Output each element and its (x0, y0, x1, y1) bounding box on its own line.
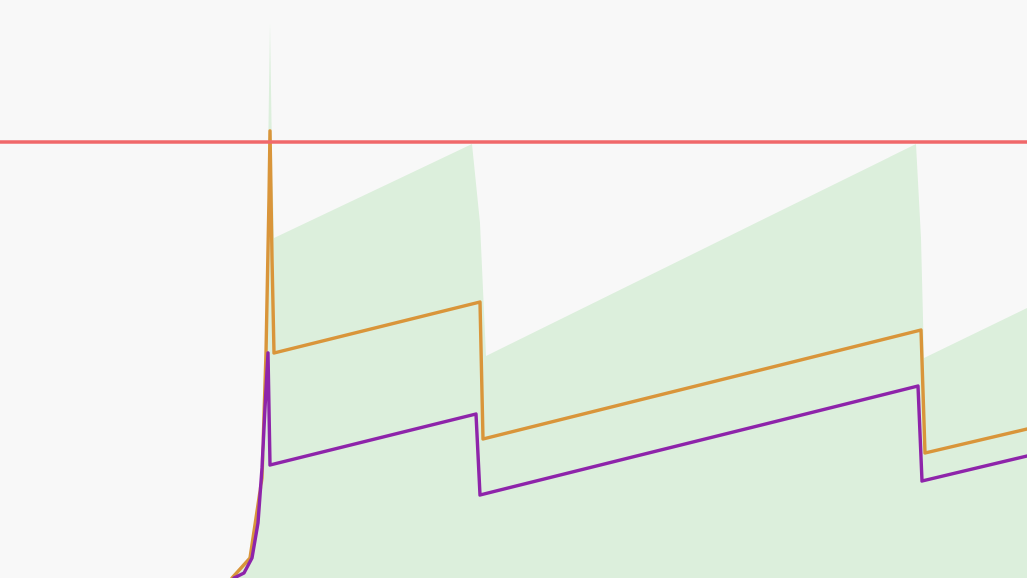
series-area-0 (232, 22, 1027, 578)
series-layer (230, 22, 1027, 578)
series-line-2 (232, 351, 1027, 578)
